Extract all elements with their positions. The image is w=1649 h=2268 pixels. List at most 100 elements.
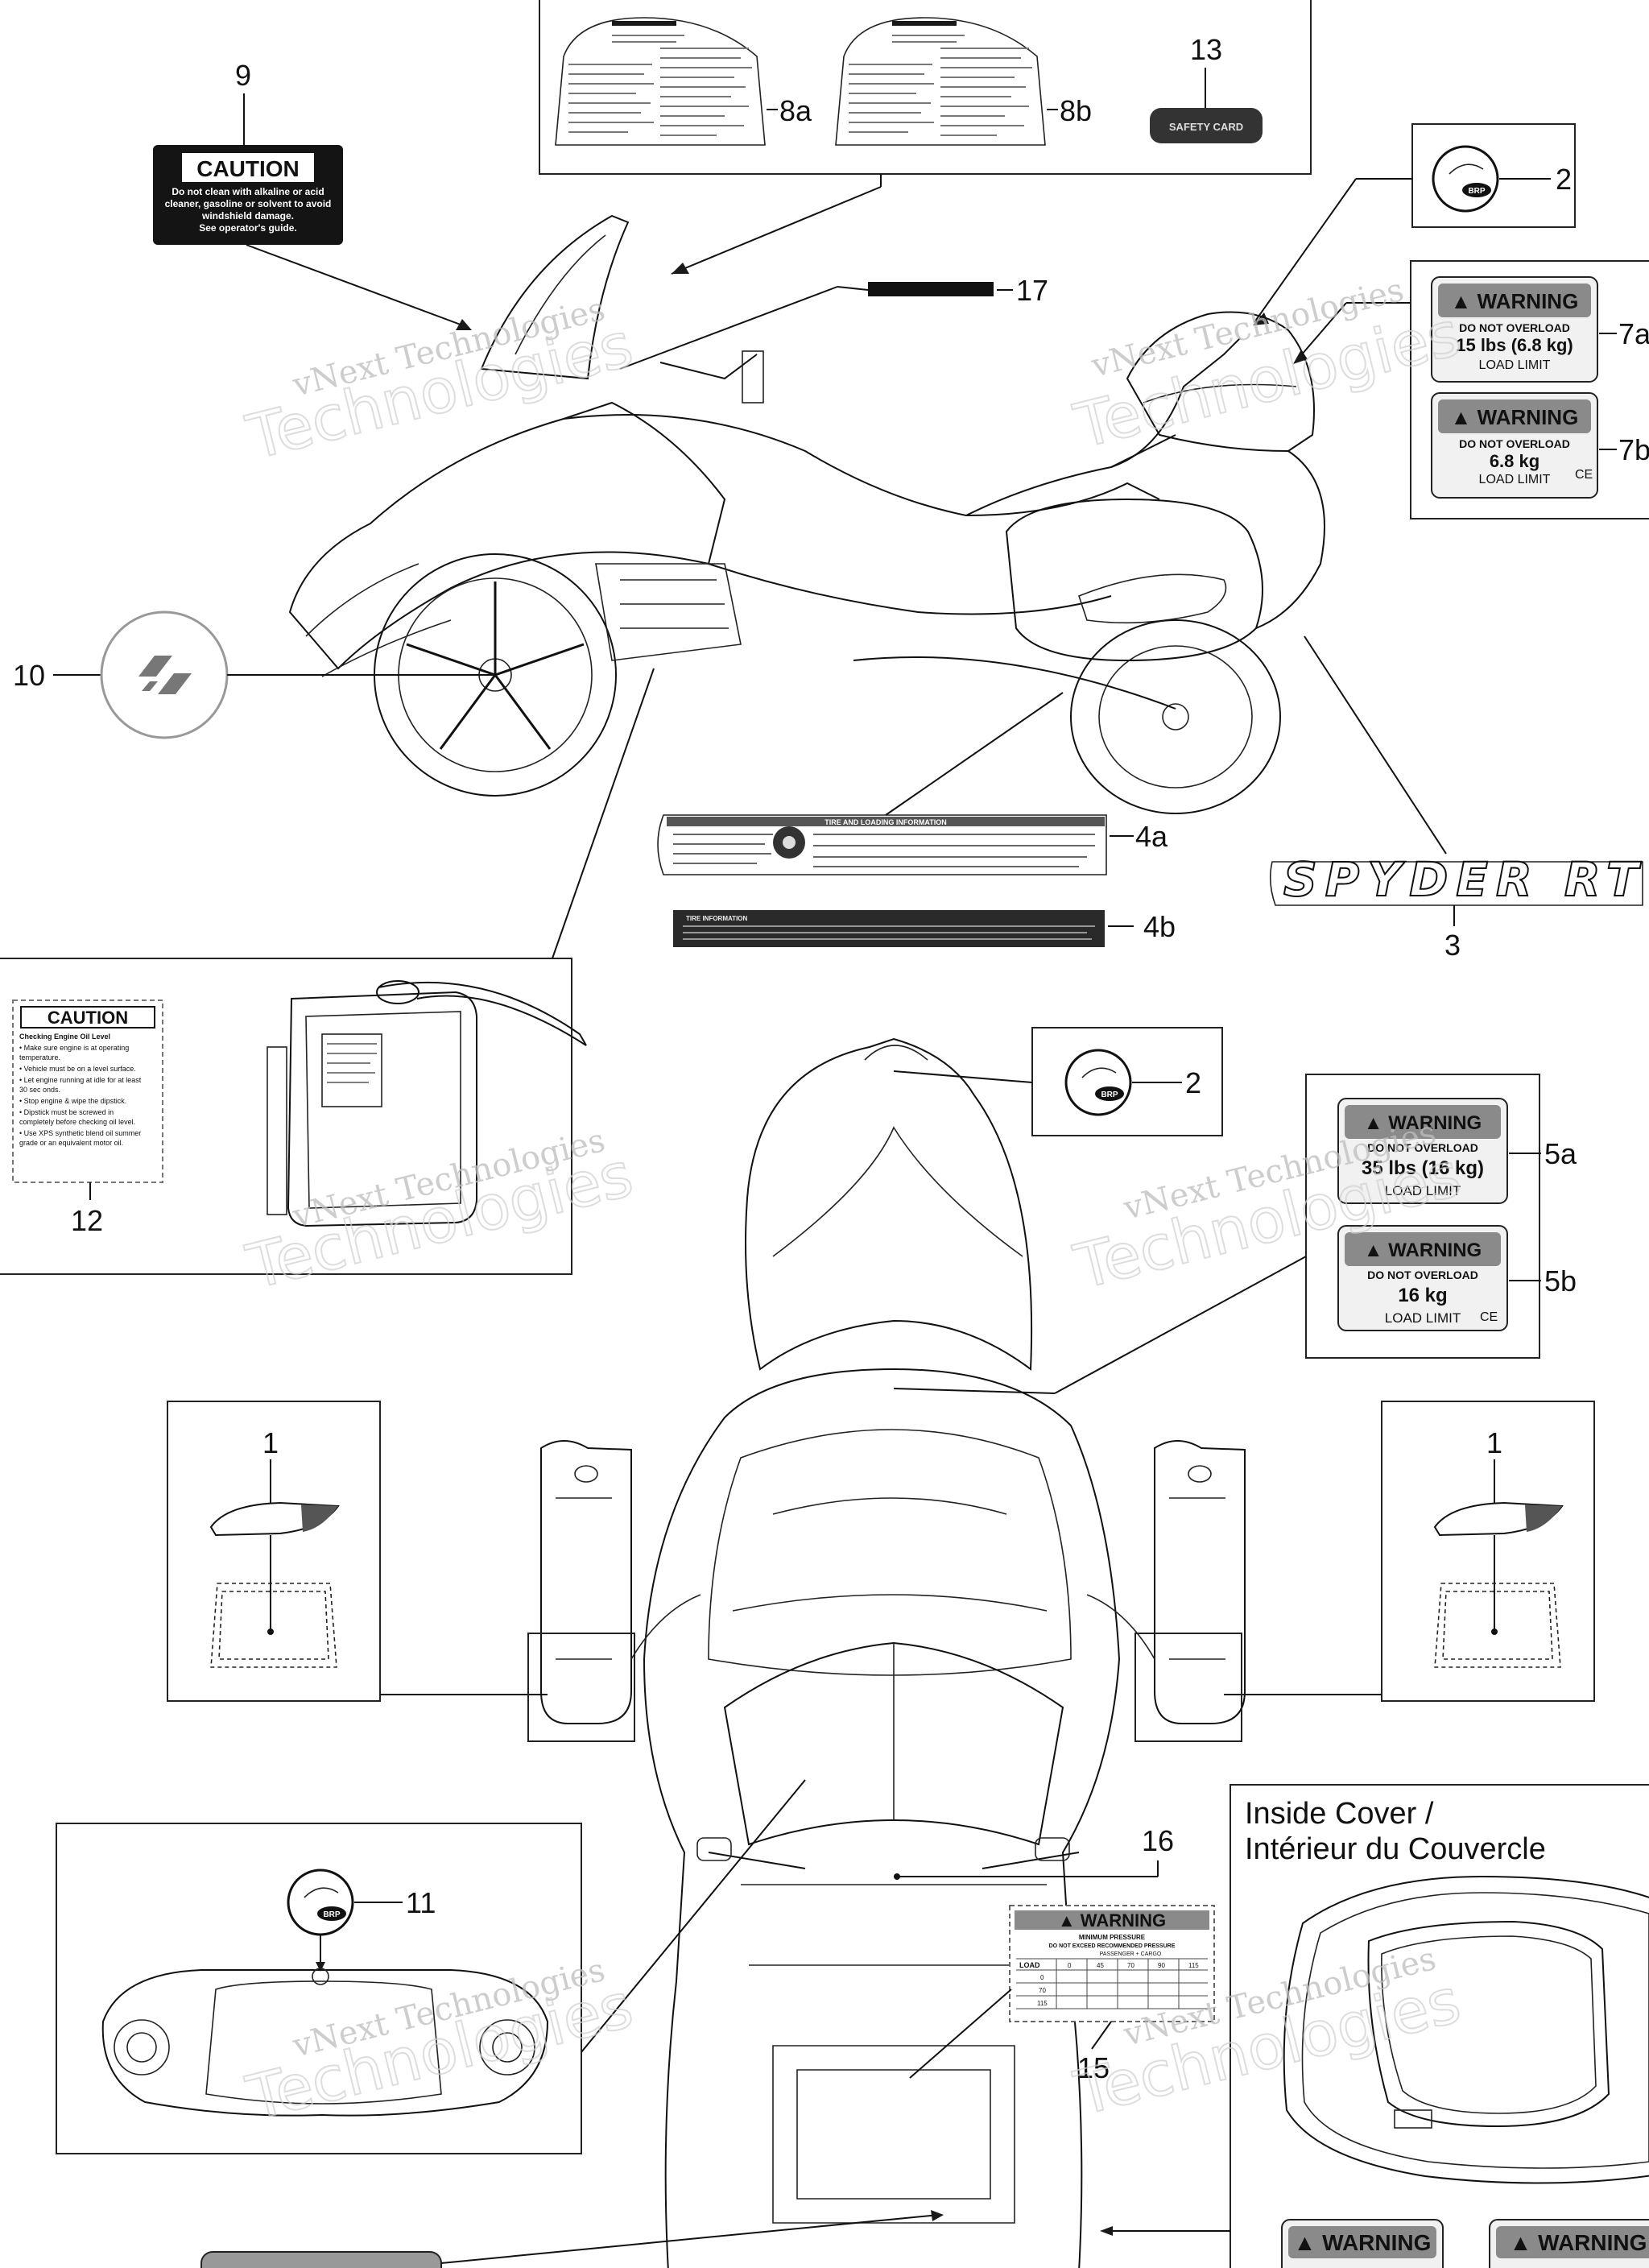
decal-15-header: ▲ WARNING [1058,1910,1166,1931]
decal-7b-line3: LOAD LIMIT [1479,473,1551,486]
decal-5b-warning: ▲ WARNING DO NOT OVERLOAD 16 kg LOAD LIM… [1337,1225,1508,1331]
callout-13: 13 [1190,33,1222,66]
bottom-warning-2: ▲ WARNING [1510,2230,1647,2255]
brp-text-top: BRP [1468,187,1485,196]
decal-5a-line1: DO NOT OVERLOAD [1367,1141,1478,1154]
decal-5a-warning: ▲ WARNING DO NOT OVERLOAD 35 lbs (16 kg)… [1337,1098,1508,1204]
callout-2-top: 2 [1556,163,1572,196]
decal-15-col-0: 0 [1068,1962,1072,1969]
brp-text-middle: BRP [1101,1091,1118,1099]
callout-10: 10 [13,659,45,692]
decal-15-col-3: 90 [1158,1962,1165,1969]
safety-card-label: SAFETY CARD [1169,121,1243,133]
brp-text-11: BRP [323,1910,340,1919]
decal-12-line-3: • Vehicle must be on a level surface. [19,1065,136,1073]
decal-15-row-head: LOAD [1019,1961,1040,1969]
decal-12-header: CAUTION [48,1008,128,1028]
inside-cover-title-1: Inside Cover / [1245,1797,1434,1831]
callout-1-right: 1 [1486,1426,1502,1459]
decal-1-left [209,1501,340,1537]
decal-15-sub2: DO NOT EXCEED RECOMMENDED PRESSURE [1049,1943,1176,1949]
decal-4b-title: TIRE INFORMATION [686,915,748,922]
bottom-left-decal [200,2251,442,2268]
decal-9-line-4: See operator's guide. [199,222,297,234]
gauge-bezel [101,1968,549,2117]
decal-8b [835,17,1046,146]
decal-5a-header: ▲ WARNING [1364,1112,1482,1134]
callout-4b: 4b [1143,910,1176,943]
decal-15-col-1: 45 [1097,1962,1104,1969]
callout-2-middle: 2 [1185,1066,1201,1099]
callout-5b: 5b [1544,1264,1577,1297]
callout-12: 12 [71,1204,103,1237]
decal-12-line-6: • Stop engine & wipe the dipstick. [19,1097,126,1105]
decal-3-spyder-rt: SPYDER RT [1269,851,1647,908]
decal-15-col-4: 115 [1188,1962,1199,1969]
decal-7b-line2: 6.8 kg [1490,451,1539,471]
callout-5a: 5a [1544,1137,1577,1170]
top-decal-box: 8a 8b 13 SAFETY CARD [539,0,1312,175]
decal-7a-warning: ▲ WARNING DO NOT OVERLOAD 15 lbs (6.8 kg… [1431,276,1598,383]
decal-10-logo [100,610,229,739]
callout-16: 16 [1142,1824,1174,1857]
decal-1-right [1433,1501,1564,1537]
decal-5a-line3: LOAD LIMIT [1385,1183,1461,1198]
decal-12-line-10: grade or an equivalent motor oil. [19,1139,123,1147]
bottom-warning-1: ▲ WARNING [1294,2230,1432,2255]
decal-5b-line1: DO NOT OVERLOAD [1367,1269,1478,1281]
ce-mark-7b: CE [1575,468,1593,482]
callout-8a: 8a [779,94,812,127]
callout-4a: 4a [1135,820,1168,853]
decal-15-col-2: 70 [1127,1962,1134,1969]
decal-12-line-2: temperature. [19,1053,60,1062]
decal-15-row-2: 115 [1037,2000,1048,2007]
brp-badge-11: BRP [287,1869,354,1936]
decal-15-warning-pressure: ▲ WARNING MINIMUM PRESSURE DO NOT EXCEED… [1009,1905,1215,2022]
decal-7b-line1: DO NOT OVERLOAD [1459,437,1570,450]
callout-7b: 7b [1618,433,1649,466]
decal-5b-line3: LOAD LIMIT [1385,1310,1461,1326]
decal-5b-line2: 16 kg [1398,1285,1447,1306]
vehicle-side-view [288,214,1325,814]
decal-7b-warning: ▲ WARNING DO NOT OVERLOAD 6.8 kg LOAD LI… [1431,392,1598,499]
bottom-warning-decal-1: ▲ WARNING [1281,2219,1444,2268]
decal-7a-line3: LOAD LIMIT [1479,358,1551,372]
callout-9: 9 [235,59,251,92]
decal-7b-header: ▲ WARNING [1451,405,1579,429]
decal-12-caution-oil: CAUTION Checking Engine Oil Level • Make… [12,999,163,1183]
decal-7a-line2: 15 lbs (6.8 kg) [1456,335,1573,355]
decal-9-line-2: cleaner, gasoline or solvent to avoid [165,198,332,209]
decal-5b-header: ▲ WARNING [1364,1240,1482,1261]
spyder-rt-text: SPYDER RT [1283,852,1647,907]
bottom-warning-decal-2: ▲ WARNING [1489,2219,1649,2268]
decal-12-line-7: • Dipstick must be screwed in [19,1108,114,1116]
callout-17: 17 [1016,274,1048,307]
decal-15-row-0: 0 [1040,1974,1044,1981]
decal-7a-header: ▲ WARNING [1451,289,1579,313]
callout-15: 15 [1077,2051,1110,2084]
decal-5a-line2: 35 lbs (16 kg) [1362,1157,1484,1179]
vehicle-top-view [540,1037,1246,2268]
decal-9-line-1: Do not clean with alkaline or acid [172,186,324,197]
callout-3: 3 [1444,929,1461,962]
decal-8a [555,17,766,146]
decal-4a-title: TIRE AND LOADING INFORMATION [824,818,947,826]
callout-7a: 7a [1618,317,1649,350]
decal-12-line-9: • Use XPS synthetic blend oil summer [19,1129,141,1137]
decal-15-row-1: 70 [1039,1987,1046,1994]
decal-15-sub1: MINIMUM PRESSURE [1079,1934,1146,1941]
decal-17-strip [868,282,994,296]
decal-13-safety-card: SAFETY CARD [1150,108,1263,143]
brp-badge-2-top: BRP [1432,145,1499,213]
oil-reservoir [267,980,587,1227]
trunk-lid-inside [1283,1875,1649,2184]
decal-4b-tire-info: TIRE INFORMATION [673,910,1105,947]
callout-11: 11 [406,1886,436,1919]
callout-8b: 8b [1060,94,1092,127]
brp-badge-2-middle: BRP [1064,1049,1132,1116]
decal-12-line-1: • Make sure engine is at operating [19,1044,129,1052]
decal-12-line-4: • Let engine running at idle for at leas… [19,1076,142,1084]
decal-15-sub3: PASSENGER + CARGO [1100,1951,1162,1957]
decal-4a-tire-loading: TIRE AND LOADING INFORMATION [657,814,1107,875]
